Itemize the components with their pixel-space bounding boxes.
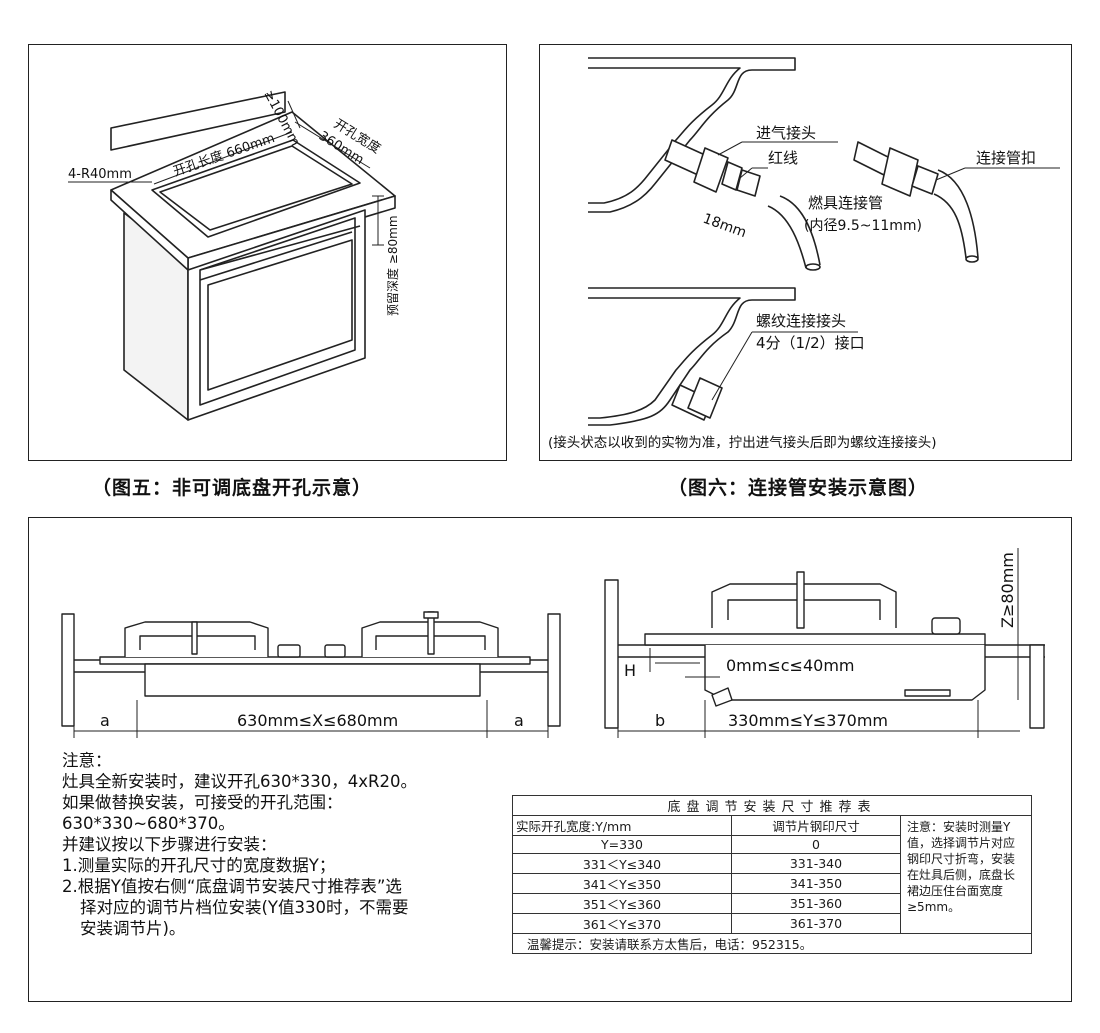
note-line: 如果做替换安装，可接受的开孔范围：: [62, 793, 343, 812]
table-cell: 361-370: [730, 913, 902, 934]
table-cell: 351-360: [730, 893, 902, 914]
table-cell: 341＜Y≤350: [512, 873, 732, 894]
table-cell: 361＜Y≤370: [512, 913, 732, 934]
fig6-caption: （图六：连接管安装示意图）: [668, 477, 929, 499]
table-tip: 温馨提示：安装请联系方太售后，电话：952315。: [512, 933, 1032, 954]
table-cell: 351＜Y≤360: [512, 893, 732, 914]
table-header-stamp: 调节片钢印尺寸: [730, 815, 902, 836]
table-cell: 331-340: [730, 853, 902, 874]
table-title: 底盘调节安装尺寸推荐表: [512, 795, 1032, 816]
note-line: 1.测量实际的开孔尺寸的宽度数据Y；: [62, 856, 336, 875]
fig6-panel: [539, 44, 1072, 461]
note-line: 并建议按以下步骤进行安装：: [62, 835, 277, 854]
note-line: 灶具全新安装时，建议开孔630*330，4xR20。: [62, 772, 417, 791]
install-notes: 注意： 灶具全新安装时，建议开孔630*330，4xR20。 如果做替换安装，可…: [62, 750, 417, 939]
table-cell: Y=330: [512, 835, 732, 854]
table-cell: 0: [730, 835, 902, 854]
fig5-caption: （图五：非可调底盘开孔示意）: [92, 477, 373, 499]
table-note: 注意：安装时测量Y值，选择调节片对应钢印尺寸折弯，安装在灶具后侧，底盘长裙边压住…: [900, 815, 1032, 934]
adjust-table: 底盘调节安装尺寸推荐表 实际开孔宽度:Y/mm 调节片钢印尺寸 注意：安装时测量…: [512, 795, 1032, 954]
note-line: 630*330~680*370。: [62, 814, 235, 833]
note-line: 择对应的调节片档位安装(Y值330时，不需要: [80, 898, 409, 917]
note-line: 安装调节片)。: [80, 919, 186, 938]
table-cell: 331＜Y≤340: [512, 853, 732, 874]
table-header-width: 实际开孔宽度:Y/mm: [512, 815, 732, 836]
note-line: 2.根据Y值按右侧“底盘调节安装尺寸推荐表”选: [62, 877, 402, 896]
table-cell: 341-350: [730, 873, 902, 894]
note-line: 注意：: [62, 751, 112, 770]
fig5-panel: [28, 44, 507, 461]
